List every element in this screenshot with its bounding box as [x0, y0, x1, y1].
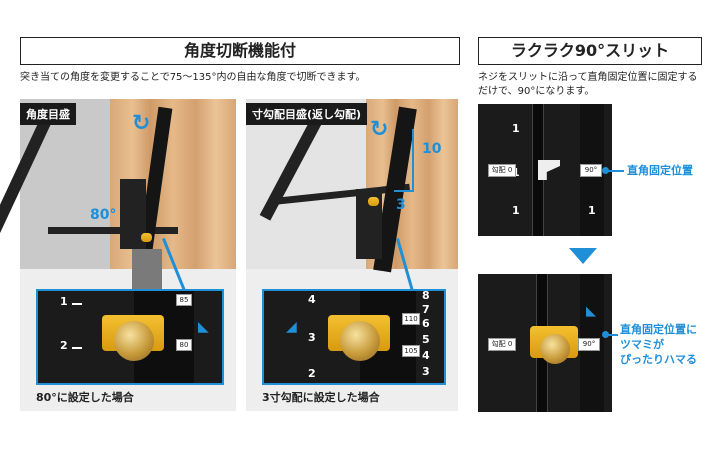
rotate-arrow-icon: ↻ [132, 111, 151, 136]
rotate-arrow-icon: ↻ [370, 117, 389, 142]
right-section-description-1: ネジをスリットに沿って直角固定位置に固定する [478, 72, 698, 83]
panel-angle-scale: ↻ 80° 角度目盛 1 2 85 80 ◣ 80°に設定した場合 [0, 99, 236, 411]
zoom-scale-left-2: 2 [308, 367, 316, 380]
callout-line-top [606, 170, 624, 172]
zoom-box-80: 80 [176, 339, 192, 351]
bottom-box-90: 90° [578, 338, 600, 351]
panel-pitch-scale: ↻ 10 3 寸勾配目盛(返し勾配) 4 3 2 8 7 6 5 4 3 110… [246, 99, 458, 411]
run-line [394, 190, 414, 192]
slit-photo-bottom: 勾配 0 90° ◣ [478, 274, 612, 412]
callout-knob-fits-3: ぴったりハマる [620, 353, 697, 366]
top-scale-1a: 1 [512, 122, 520, 135]
callout-dot-top [602, 167, 609, 174]
top-box-kobai0: 勾配 0 [488, 164, 516, 177]
panel-a-caption: 80°に設定した場合 [36, 391, 134, 404]
zoom-scale-right-3: 3 [422, 365, 430, 378]
pointer-marker-icon: ◢ [286, 319, 297, 335]
zoom-scale-right-8: 8 [422, 289, 430, 302]
knob-small [141, 233, 152, 242]
right-section-description-2: だけで、90°になります。 [478, 86, 595, 97]
zoom-scale-1: 1 [60, 295, 68, 308]
zoom-scale-right-4: 4 [422, 349, 430, 362]
panel-a-tag: 角度目盛 [20, 103, 76, 125]
zoom-scale-right-7: 7 [422, 303, 430, 316]
right-section-header: ラクラク90°スリット [478, 37, 702, 65]
rise-label: 10 [422, 141, 442, 157]
callout-knob-fits-1: 直角固定位置に [620, 323, 697, 336]
zoom-scale-2: 2 [60, 339, 68, 352]
knob-small [368, 197, 379, 206]
pointer-marker-icon: ◣ [198, 319, 209, 335]
zoom-tick [72, 347, 82, 349]
slit-notch [538, 160, 560, 180]
callout-dot-bottom [602, 331, 609, 338]
callout-line-bottom [606, 334, 618, 336]
callout-right-angle: 直角固定位置 [627, 164, 693, 177]
brass-knob [340, 321, 380, 361]
brass-knob [540, 334, 570, 364]
rise-line [412, 129, 414, 191]
callout-knob-fits-2: ツマミが [620, 338, 664, 351]
down-arrow-icon [569, 248, 597, 264]
zoom-scale-left-4: 4 [308, 293, 316, 306]
top-scale-1c: 1 [512, 204, 520, 217]
zoom-scale-right-6: 6 [422, 317, 430, 330]
zoom-tick [72, 303, 82, 305]
brass-knob [114, 321, 154, 361]
left-section-description: 突き当ての角度を変更することで75〜135°内の自由な角度で切断できます。 [20, 72, 366, 83]
left-section-header: 角度切断機能付 [20, 37, 460, 65]
top-box-90: 90° [580, 164, 602, 177]
top-scale-1d: 1 [588, 204, 596, 217]
tool-base-bar [48, 227, 178, 234]
zoom-detail-3sun: 4 3 2 8 7 6 5 4 3 110 105 ◢ [262, 289, 446, 385]
panel-b-caption: 3寸勾配に設定した場合 [262, 391, 380, 404]
pointer-marker-icon: ◣ [586, 304, 596, 319]
zoom-detail-80: 1 2 85 80 ◣ [36, 289, 224, 385]
zoom-box-110: 110 [402, 313, 420, 325]
panel-b-tag: 寸勾配目盛(返し勾配) [246, 103, 368, 125]
zoom-box-85: 85 [176, 294, 192, 306]
zoom-scale-right-5: 5 [422, 333, 430, 346]
angle-label: 80° [90, 207, 117, 223]
tool-foot [132, 249, 162, 289]
slit-photo-top: 1 1 1 1 勾配 0 90° [478, 104, 612, 236]
bottom-box-kobai0: 勾配 0 [488, 338, 516, 351]
zoom-box-105: 105 [402, 345, 420, 357]
run-label: 3 [396, 197, 406, 213]
zoom-scale-left-3: 3 [308, 331, 316, 344]
